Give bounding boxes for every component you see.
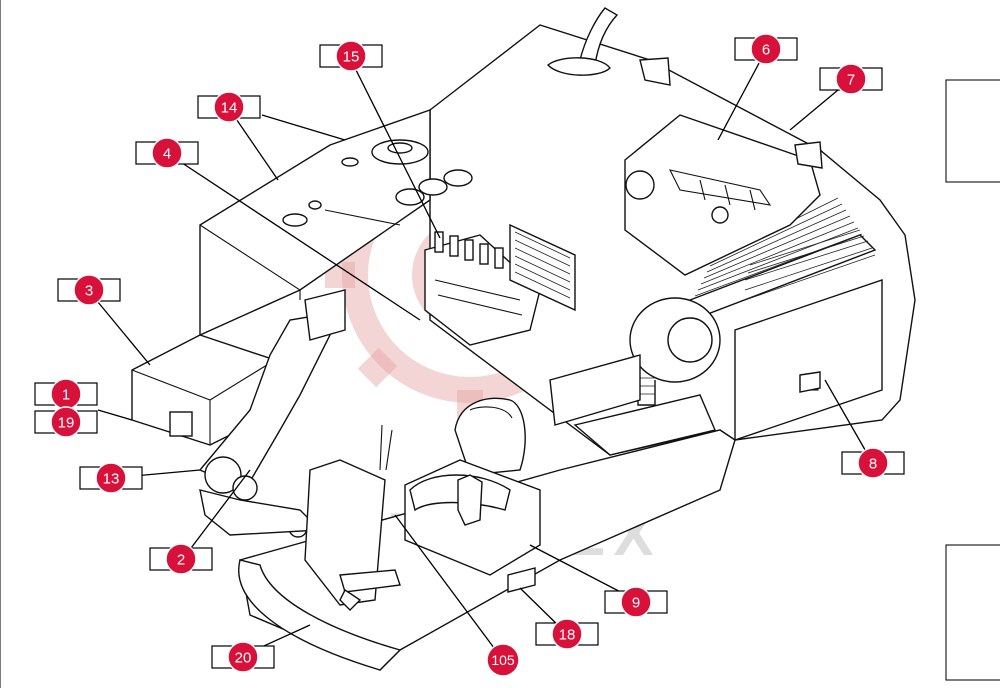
lifting-eye-rear: [794, 141, 823, 169]
injection-pump: [424, 231, 541, 346]
boom-bracket: [198, 289, 346, 538]
callout-105[interactable]: 105: [486, 643, 520, 677]
leader-lines: [87, 51, 873, 661]
callout-dot-2[interactable]: [165, 543, 197, 575]
callout-dot-14[interactable]: [213, 91, 245, 123]
callout-dot-4[interactable]: [151, 137, 183, 169]
operator-seat: [404, 397, 541, 576]
control-console: [304, 424, 401, 611]
callout-2[interactable]: 2: [165, 543, 197, 575]
callout-dot-9[interactable]: [620, 586, 652, 618]
cab-foot-plate: [507, 567, 536, 593]
callout-dot-3[interactable]: [73, 274, 105, 306]
callout-9[interactable]: 9: [620, 586, 652, 618]
callout-dot-18[interactable]: [551, 618, 583, 650]
callout-4[interactable]: 4: [151, 137, 183, 169]
air-cleaner: [629, 297, 721, 406]
lifting-eye-front: [639, 57, 671, 86]
callout-dot-19[interactable]: [50, 406, 82, 438]
callout-dot-105[interactable]: [486, 643, 520, 677]
side-grille: [509, 223, 576, 312]
callout-6[interactable]: 6: [750, 33, 782, 65]
callout-15[interactable]: 15: [335, 40, 367, 72]
deck-plate: [573, 394, 716, 456]
callout-dot-6[interactable]: [750, 33, 782, 65]
callout-18[interactable]: 18: [551, 618, 583, 650]
callout-7[interactable]: 7: [835, 63, 867, 95]
callout-dot-8[interactable]: [857, 447, 889, 479]
callout-8[interactable]: 8: [857, 447, 889, 479]
callout-1[interactable]: 1: [50, 378, 82, 410]
engine-assembly: [624, 114, 821, 276]
callout-19[interactable]: 19: [50, 406, 82, 438]
callout-14[interactable]: 14: [213, 91, 245, 123]
callout-dot-1[interactable]: [50, 378, 82, 410]
callout-3[interactable]: 3: [73, 274, 105, 306]
callout-dot-20[interactable]: [227, 641, 259, 673]
exhaust-collar: [546, 57, 611, 76]
callout-13[interactable]: 13: [95, 462, 127, 494]
callout-20[interactable]: 20: [227, 641, 259, 673]
callout-dot-7[interactable]: [835, 63, 867, 95]
frame-mark-bottom-right: [945, 544, 1000, 681]
callout-dot-15[interactable]: [335, 40, 367, 72]
battery-switch: [169, 411, 193, 437]
access-door: [799, 371, 821, 393]
frame-mark-top-right: [945, 79, 1000, 183]
exhaust-pipe: [579, 7, 619, 66]
callout-dot-13[interactable]: [95, 462, 127, 494]
step-plate: [549, 354, 641, 426]
